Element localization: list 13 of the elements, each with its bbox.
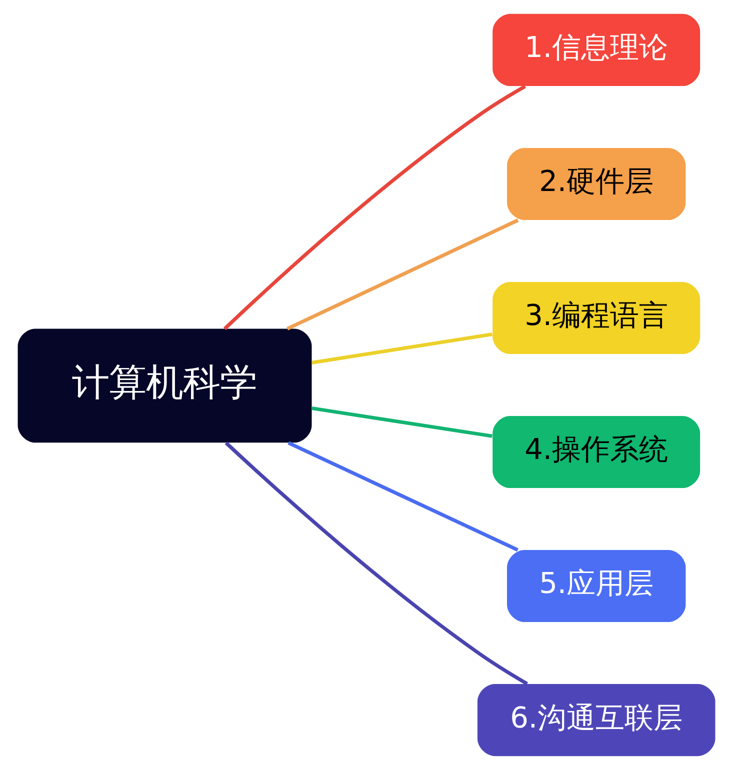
connector <box>288 441 518 552</box>
connector <box>312 406 492 438</box>
connector <box>224 442 528 686</box>
node-box: 3.编程语言 <box>492 282 700 354</box>
node-box: 计算机科学 <box>18 328 312 443</box>
connector <box>312 332 492 364</box>
node-box: 5.应用层 <box>507 550 686 622</box>
node-box: 2.硬件层 <box>507 148 686 220</box>
node-box: 6.沟通互联层 <box>477 684 716 756</box>
node-box: 4.操作系统 <box>492 416 700 488</box>
connector <box>286 218 519 330</box>
node-box: 1.信息理论 <box>492 14 700 86</box>
connector <box>223 84 526 330</box>
